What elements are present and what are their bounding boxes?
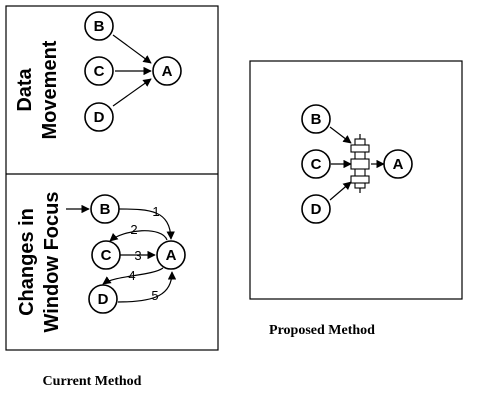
edge-2-a-to-c <box>109 230 168 242</box>
node-d-focus-label: D <box>98 291 109 308</box>
proposed-node-b-label: B <box>311 111 322 128</box>
edge-label-2: 2 <box>130 222 137 237</box>
node-d-label: D <box>94 109 105 126</box>
node-b-focus-label: B <box>100 201 111 218</box>
node-b-focus: B <box>90 194 120 224</box>
proposed-edge-b <box>329 126 352 144</box>
node-c-focus-label: C <box>101 247 112 264</box>
data-movement-panel: Data Movement B C D A <box>14 11 182 139</box>
window-focus-panel: Changes in Window Focus 1 2 3 4 5 B C D <box>16 192 186 333</box>
node-a-focus: A <box>156 240 186 270</box>
edge-label-1: 1 <box>152 204 159 219</box>
proposed-method-caption: Proposed Method <box>269 323 375 338</box>
current-method-outer-box <box>5 5 219 351</box>
node-c: C <box>84 56 114 86</box>
proposed-node-c: C <box>301 149 331 179</box>
current-method-caption: Current Method <box>43 374 142 389</box>
proposed-method-frame: B C D A <box>249 60 463 300</box>
proposed-node-a-label: A <box>393 156 404 173</box>
node-c-focus: C <box>91 240 121 270</box>
edge-d-to-a <box>112 78 152 107</box>
proposed-node-a: A <box>383 149 413 179</box>
proposed-method-outer-box <box>249 60 463 300</box>
switch-icon <box>350 134 370 193</box>
node-b-label: B <box>94 18 105 35</box>
window-focus-title-line1: Changes in <box>16 208 38 316</box>
edge-label-3: 3 <box>134 248 141 263</box>
node-d-focus: D <box>88 284 118 314</box>
edge-4-a-to-d <box>102 267 164 285</box>
proposed-node-b: B <box>301 104 331 134</box>
edge-5-d-to-a <box>117 271 177 303</box>
data-movement-title-line1: Data <box>14 67 36 111</box>
node-a-label: A <box>162 63 173 80</box>
edge-1-b-to-a <box>118 208 175 240</box>
edge-label-4: 4 <box>128 268 135 283</box>
proposed-node-d: D <box>301 194 331 224</box>
edge-label-5: 5 <box>151 288 158 303</box>
node-c-label: C <box>94 63 105 80</box>
node-a-focus-label: A <box>166 247 177 264</box>
node-a: A <box>152 56 182 86</box>
data-movement-title-line2: Movement <box>39 40 61 139</box>
edge-b-to-a <box>112 34 152 64</box>
node-d: D <box>84 102 114 132</box>
proposed-node-d-label: D <box>311 201 322 218</box>
proposed-node-c-label: C <box>311 156 322 173</box>
window-focus-title-line2: Window Focus <box>41 192 63 333</box>
node-b: B <box>84 11 114 41</box>
current-method-frame <box>5 5 219 351</box>
proposed-edge-d <box>329 181 352 201</box>
